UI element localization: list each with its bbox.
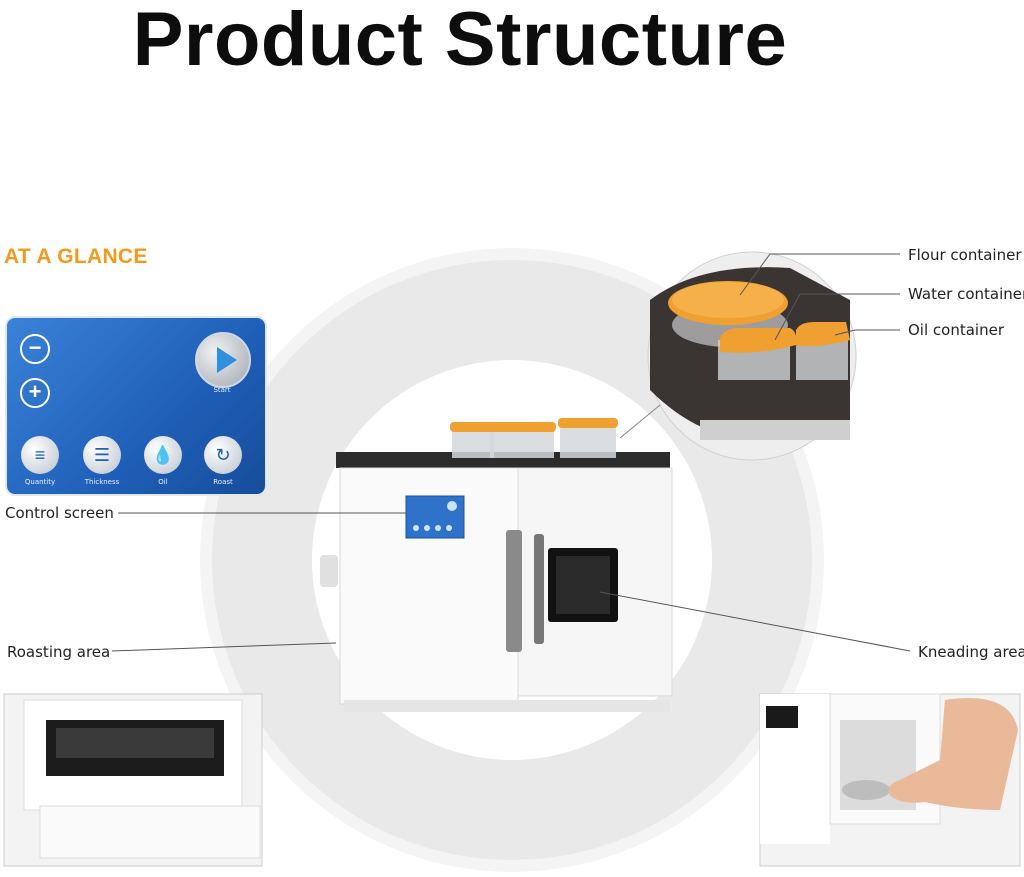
oil-button[interactable]: 💧	[144, 436, 182, 474]
leader-lines	[111, 253, 911, 652]
quantity-button[interactable]: ≡	[21, 436, 59, 474]
control-panel-closeup: − + Start ≡ Quantity ☰ Thickness 💧 Oil ↻…	[5, 316, 267, 496]
stripes-icon: ☰	[93, 445, 111, 465]
play-icon	[217, 347, 237, 373]
start-label: Start	[213, 386, 231, 394]
kneading-area-inset	[759, 693, 1021, 867]
droplet-icon: 💧	[151, 445, 175, 465]
page-title: Product Structure	[132, 0, 788, 82]
callout-roasting-area: Roasting area	[7, 643, 111, 661]
callout-kneading-area: Kneading area	[918, 643, 1024, 661]
thickness-label: Thickness	[84, 478, 120, 486]
machine-body	[320, 452, 673, 712]
callout-water-container: Water container	[908, 285, 1024, 303]
thickness-button[interactable]: ☰	[83, 436, 121, 474]
oil-container-closeup	[796, 322, 850, 380]
callout-control-screen: Control screen	[5, 504, 114, 522]
section-heading: AT A GLANCE	[4, 245, 148, 268]
callout-flour-container: Flour container	[908, 246, 1022, 264]
minus-icon[interactable]: −	[20, 334, 50, 364]
water-container-closeup	[718, 328, 797, 380]
roasting-area-inset	[3, 693, 263, 867]
oil-label: Oil	[158, 478, 168, 486]
roast-cycle-icon: ↻	[215, 445, 231, 465]
roast-label: Roast	[213, 478, 233, 486]
roast-button[interactable]: ↻	[204, 436, 242, 474]
plus-icon[interactable]: +	[20, 378, 50, 408]
quantity-label: Quantity	[24, 478, 56, 486]
top-containers	[450, 418, 618, 458]
start-button[interactable]	[195, 332, 251, 388]
layers-icon: ≡	[34, 445, 46, 465]
callout-oil-container: Oil container	[908, 321, 1004, 339]
